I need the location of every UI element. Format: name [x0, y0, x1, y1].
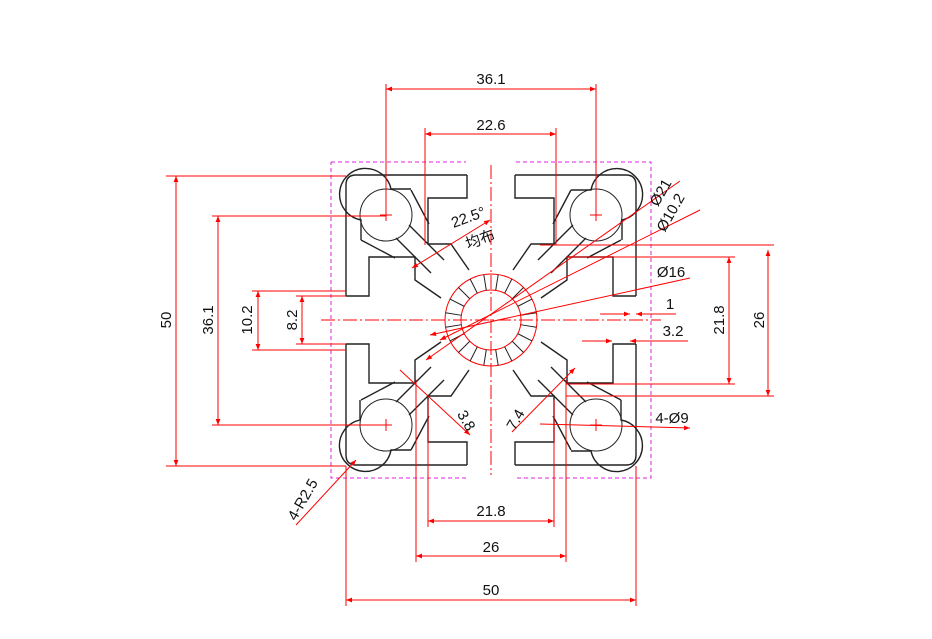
dim-left-50: 50	[158, 312, 175, 329]
dim-right-21-8: 21.8	[711, 305, 728, 334]
tube-spoke	[458, 340, 471, 353]
tube-spoke	[495, 349, 499, 366]
tube-spoke	[445, 312, 462, 316]
dim-corner-holes: 4-Ø9	[655, 410, 688, 427]
dim-right-26: 26	[751, 312, 768, 329]
dim-bottom-50: 50	[483, 582, 500, 599]
dim-left-36-1: 36.1	[200, 305, 217, 334]
dim-lip-1: 1	[666, 296, 674, 313]
dim-angle-note: 均布	[463, 227, 497, 253]
tube-spoke	[511, 340, 524, 353]
tube-spoke	[520, 324, 537, 328]
tube-spoke	[445, 324, 462, 328]
dimension-lines	[166, 84, 774, 606]
profile-section	[321, 165, 661, 475]
dim-slot-3-2: 3.2	[663, 323, 684, 340]
tube-spoke	[504, 346, 513, 362]
tube-spoke	[504, 278, 513, 294]
dim-dia-16: Ø16	[657, 264, 685, 281]
dim-left-10-2: 10.2	[239, 305, 256, 334]
tube-spoke	[483, 349, 487, 366]
tube-spoke	[469, 278, 478, 294]
tube-spoke	[483, 274, 487, 291]
dim-bottom-21-8: 21.8	[476, 503, 505, 520]
tube-spoke	[469, 346, 478, 362]
dim-web-3-8: 3.8	[453, 407, 478, 434]
dim-left-8-2: 8.2	[284, 310, 301, 331]
tube-spoke	[495, 274, 499, 291]
dimension-labels: 36.1 22.6 50 36.1 10.2 8.2 50 26 21.8 26…	[158, 71, 768, 599]
tube-spoke	[511, 287, 524, 300]
dim-top-36-1: 36.1	[476, 71, 505, 88]
tube-spoke	[458, 287, 471, 300]
dim-corner-radius: 4-R2.5	[284, 476, 321, 523]
tube-spoke	[517, 298, 533, 307]
dim-bottom-26: 26	[483, 539, 500, 556]
dim-top-22-6: 22.6	[476, 117, 505, 134]
tube-spoke	[449, 298, 465, 307]
tube-spoke	[517, 333, 533, 342]
dim-web-7-4: 7.4	[504, 406, 529, 433]
dim-angle: 22.5°	[449, 204, 488, 232]
envelope-outline	[330, 161, 652, 479]
